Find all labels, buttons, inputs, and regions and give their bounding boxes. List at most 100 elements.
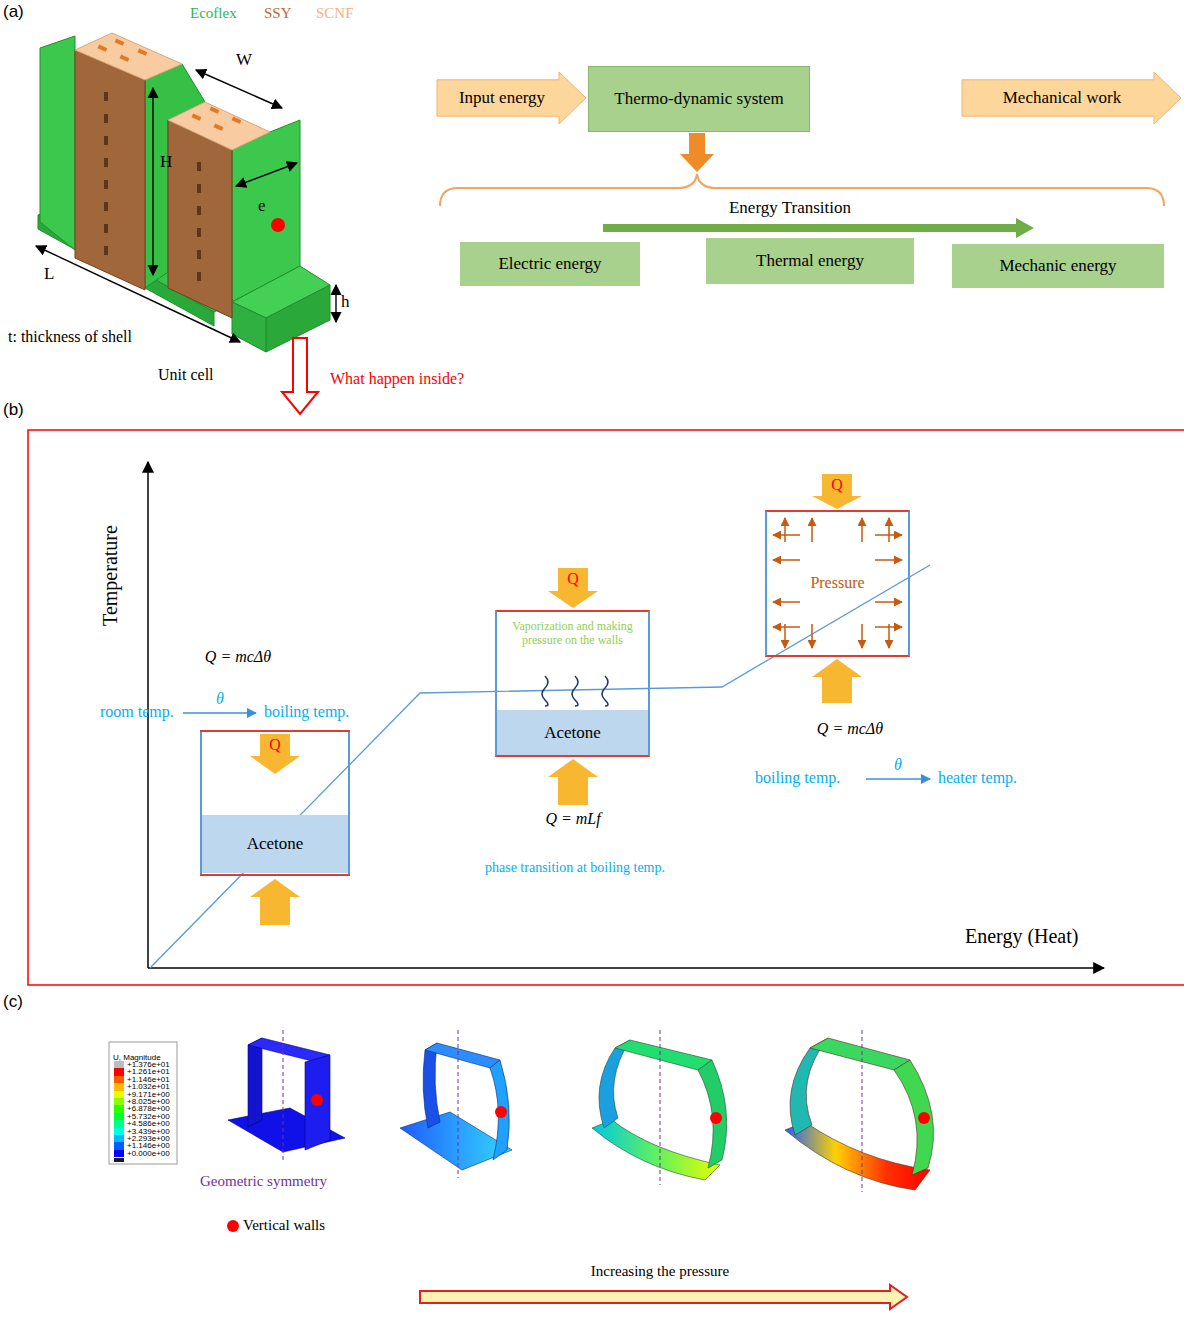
label-anchor: phase transition at boiling temp. <box>485 858 665 876</box>
panel-label: (a) <box>3 2 24 22</box>
callout-text: What happen inside? <box>330 370 464 388</box>
symbol: θ <box>216 690 224 708</box>
colorbar-value: +1.261e+01 <box>127 1068 170 1075</box>
energy-box: Mechanic energy <box>952 244 1164 288</box>
color-swatch <box>114 1098 124 1105</box>
pressure-arrow <box>875 601 902 603</box>
fem-shape <box>425 1043 500 1068</box>
unit-cell-drawing <box>104 158 108 167</box>
node-label: Input energy <box>459 88 545 108</box>
fem-shape <box>592 1040 727 1180</box>
label-anchor: Energy Transition <box>729 198 851 218</box>
heat-arrow <box>548 759 598 805</box>
fem-shape <box>785 1122 930 1190</box>
transition-arrow <box>603 218 1034 238</box>
heat-label: Q <box>567 570 579 588</box>
unit-cell-drawing <box>197 184 201 193</box>
unit-cell-drawing <box>197 162 201 171</box>
symmetry-line <box>283 1030 862 1192</box>
legend-entry: +0.000e+00 <box>114 1150 170 1157</box>
axis-label: Energy (Heat) <box>965 925 1078 948</box>
node-label: Mechanic energy <box>999 256 1116 276</box>
color-swatch <box>114 1150 124 1157</box>
dimension-arrow <box>152 88 153 275</box>
pressure-arrow <box>784 518 786 542</box>
legend-entry: Vertical walls <box>243 1217 325 1235</box>
colorbar-value: +1.146e+01 <box>127 1076 170 1083</box>
legend-entry: +1.032e+01 <box>114 1083 170 1090</box>
unit-cell-drawing <box>38 33 330 352</box>
arrow-label: Energy Transition <box>729 198 851 218</box>
colorbar-frame <box>109 1042 177 1164</box>
dimension-label: L <box>44 264 54 284</box>
temperature-arrow <box>183 712 256 714</box>
pressure-arrow <box>888 518 890 542</box>
label-anchor: Unit cell <box>158 366 214 384</box>
pressure-arrow <box>773 601 800 603</box>
flow-arrow <box>680 133 714 172</box>
color-swatch <box>114 1061 124 1068</box>
colorbar-value: +6.878e+00 <box>127 1105 170 1112</box>
legend-entry: +1.146e+00 <box>114 1142 170 1149</box>
fem-shape <box>698 1060 727 1168</box>
heat-arrow <box>250 734 300 774</box>
color-swatch <box>114 1076 124 1083</box>
vapor-squiggle <box>572 676 578 706</box>
label-anchor: Geometric symmetry <box>200 1172 327 1190</box>
fem-shape <box>785 1038 934 1190</box>
colorbar-value: +1.376e+01 <box>127 1061 170 1068</box>
unit-cell-drawing <box>197 228 201 237</box>
legend-marker <box>227 1220 239 1232</box>
note: t: thickness of shell <box>8 328 132 346</box>
colorbar-value: +2.293e+00 <box>127 1135 170 1142</box>
label-anchor: e <box>258 196 266 216</box>
axis-label: Temperature <box>98 525 121 626</box>
symmetry-line <box>862 1030 863 1192</box>
temperature-label: room temp. <box>100 703 174 721</box>
chart-axis <box>148 462 1104 968</box>
fem-shape <box>311 1094 323 1106</box>
unit-cell-drawing <box>232 117 242 124</box>
label-anchor: (c) <box>3 992 23 1012</box>
pressure-container: Pressure <box>765 510 910 657</box>
pressure-arrow <box>773 626 800 628</box>
pressure-arrow <box>811 624 813 648</box>
unit-cell-drawing <box>104 224 108 233</box>
unit-cell-drawing <box>104 180 108 189</box>
material-name: Ecoflex <box>190 5 237 22</box>
fem-shape <box>495 1106 507 1118</box>
temperature-label: boiling temp. <box>264 703 349 721</box>
node-label: Thermo-dynamic system <box>614 89 784 109</box>
label-anchor: Q = mcΔθ <box>205 648 271 666</box>
transition-arrow <box>1016 218 1034 238</box>
legend-marker <box>227 1220 239 1232</box>
unit-cell-drawing <box>98 39 242 131</box>
node-label: Acetone <box>247 834 304 854</box>
node-label: Electric energy <box>498 254 601 274</box>
fem-shape <box>490 1060 509 1160</box>
fem-shape <box>248 1038 262 1127</box>
fem-shape <box>710 1112 722 1124</box>
container-outline <box>201 731 349 875</box>
unit-cell-drawing <box>104 114 108 123</box>
dimension-arrow <box>335 285 336 322</box>
heat-arrow <box>250 879 300 925</box>
label-anchor: Energy (Heat) <box>965 925 1078 948</box>
material-name: SCNF <box>316 5 354 22</box>
temperature-label: heater temp. <box>938 769 1017 787</box>
formula: Q = mLf <box>545 810 600 828</box>
fem-shape <box>228 1038 345 1152</box>
unit-cell-drawing <box>168 102 270 150</box>
node-label: Vaporization and making pressure on the … <box>504 620 642 648</box>
legend-entry: +4.586e+00 <box>114 1120 170 1127</box>
fem-shape <box>599 1040 630 1128</box>
legend-entry: +1.146e+01 <box>114 1076 170 1083</box>
color-swatch <box>114 1068 124 1075</box>
pressure-arrow <box>875 559 902 561</box>
vapor-squiggle <box>542 676 608 706</box>
flow-arrow <box>680 133 714 172</box>
pressure-arrow <box>773 559 800 561</box>
fem-shape <box>400 1112 512 1170</box>
label-anchor: t: thickness of shell <box>8 328 132 346</box>
